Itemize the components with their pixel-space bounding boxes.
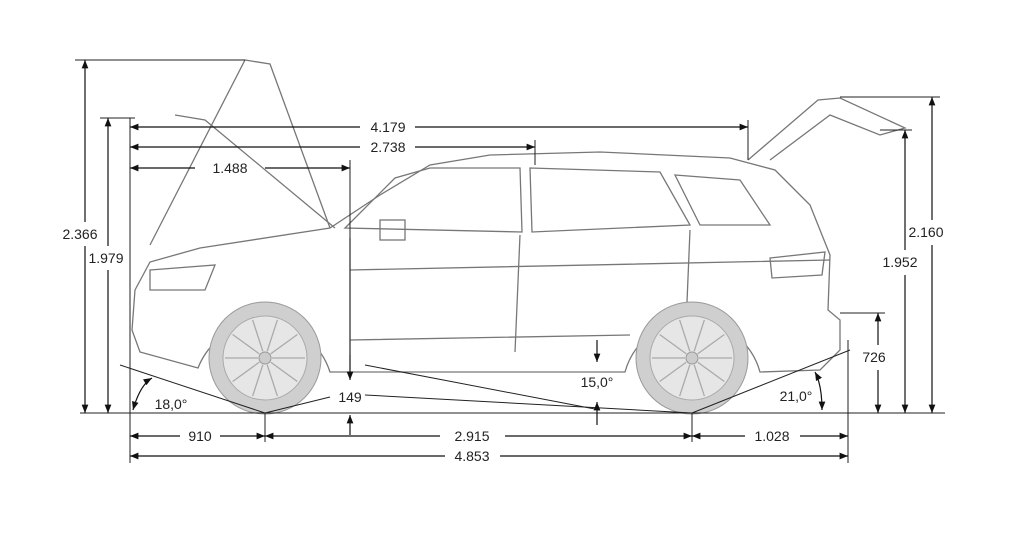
wheel-spoke	[693, 319, 705, 352]
car-outline	[131, 59, 907, 373]
rear-wheel	[635, 301, 749, 415]
wheel-spoke	[266, 319, 278, 352]
wheel-spoke	[266, 364, 278, 397]
height-open-tailgate-label: 2.160	[908, 224, 943, 240]
wheel-spoke	[232, 361, 260, 383]
open-tailgate	[747, 97, 907, 161]
wheel-spoke	[697, 361, 725, 383]
window-line	[343, 167, 523, 233]
taillight	[769, 251, 826, 279]
length-2738-label: 2.738	[370, 139, 405, 155]
height-open-hood-label: 2.366	[62, 226, 97, 242]
dimension-lines	[81, 59, 936, 460]
open-hood	[149, 59, 331, 246]
overall-length-label: 4.853	[454, 448, 489, 464]
wheel-spoke	[252, 319, 264, 352]
wheel-spoke	[697, 333, 725, 355]
length-1488-label: 1.488	[212, 160, 247, 176]
ground-clearance-label: 149	[338, 389, 362, 405]
extension-lines	[75, 59, 940, 463]
wheel-spoke	[659, 333, 687, 355]
rear-overhang-label: 1.028	[754, 428, 789, 444]
wheel-spoke	[659, 361, 687, 383]
wheel-spoke	[232, 333, 260, 355]
door-line	[349, 229, 691, 355]
length-4179-label: 4.179	[370, 119, 405, 135]
approach-angle-label: 18,0°	[155, 396, 188, 412]
wheelbase-label: 2.915	[454, 428, 489, 444]
wheel-spoke	[270, 333, 298, 355]
departure-angle-label: 21,0°	[780, 388, 813, 404]
ramp-angle-label: 15,0°	[581, 374, 614, 390]
wheel-spoke	[679, 319, 691, 352]
headlight	[149, 264, 216, 291]
height-tailgate-edge-label: 1.952	[882, 254, 917, 270]
front-overhang-label: 910	[188, 428, 212, 444]
mirror	[379, 219, 406, 241]
wheel-spoke	[252, 364, 264, 397]
wheel-spoke	[679, 364, 691, 397]
height-roof-label: 1.979	[88, 250, 123, 266]
wheel-spoke	[270, 361, 298, 383]
front-wheel	[208, 301, 322, 415]
wheel-spoke	[693, 364, 705, 397]
load-sill-height-label: 726	[862, 349, 886, 365]
